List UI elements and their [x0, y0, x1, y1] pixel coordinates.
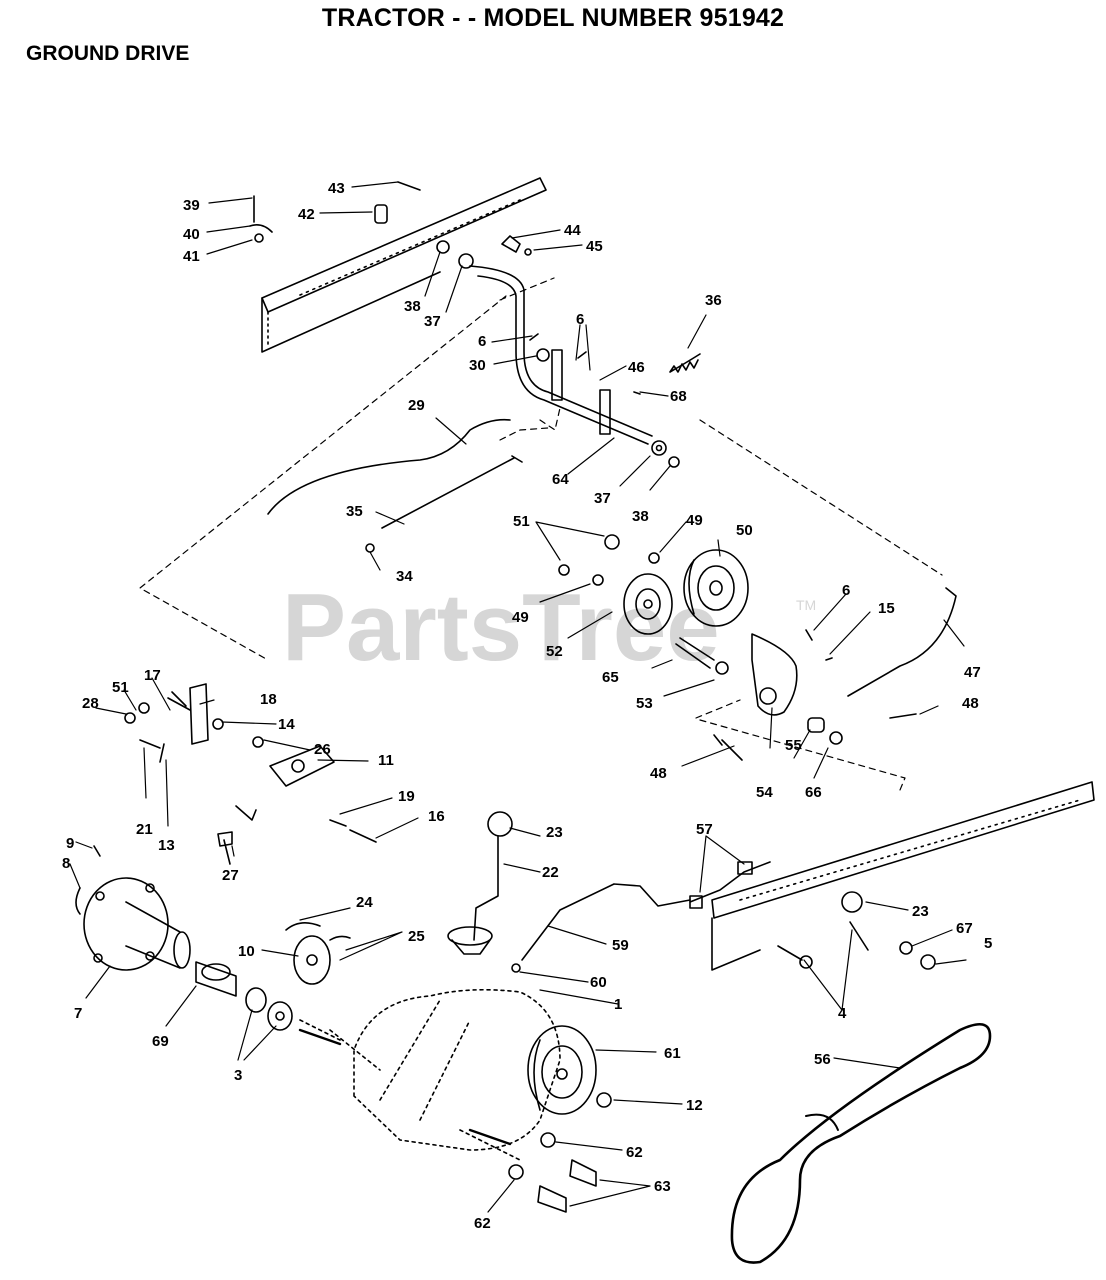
shift-lever — [447, 811, 513, 955]
callout-43: 43 — [328, 180, 345, 197]
callout-23-right: 23 — [912, 903, 929, 920]
callout-30: 30 — [469, 357, 486, 374]
callout-29: 29 — [408, 397, 425, 414]
callout-14: 14 — [278, 716, 295, 733]
callout-42: 42 — [298, 206, 315, 223]
leader-lines — [69, 181, 967, 1213]
callout-62-lower: 62 — [474, 1215, 491, 1232]
upper-frame-rail — [261, 177, 547, 353]
callout-38-upper: 38 — [404, 298, 421, 315]
cam-disc — [285, 922, 351, 985]
callout-24: 24 — [356, 894, 373, 911]
callout-50: 50 — [736, 522, 753, 539]
callout-59: 59 — [612, 937, 629, 954]
callout-1: 1 — [614, 996, 622, 1013]
callout-27: 27 — [222, 867, 239, 884]
callout-5: 5 — [984, 935, 992, 952]
callout-55: 55 — [785, 737, 802, 754]
drive-belt-56 — [730, 1022, 992, 1264]
lower-frame-rail — [711, 781, 1095, 971]
callout-61: 61 — [664, 1045, 681, 1062]
watermark-tm: TM — [796, 597, 816, 613]
callout-6-c: 6 — [842, 582, 850, 599]
page-title: TRACTOR - - MODEL NUMBER 951942 — [321, 4, 785, 32]
callout-51-upper: 51 — [513, 513, 530, 530]
callout-48-right: 48 — [962, 695, 979, 712]
callout-18: 18 — [260, 691, 277, 708]
callout-7: 7 — [74, 1005, 82, 1022]
callout-13: 13 — [158, 837, 175, 854]
callout-28: 28 — [82, 695, 99, 712]
callout-48-left: 48 — [650, 765, 667, 782]
hub-assembly — [75, 877, 293, 1031]
callout-34: 34 — [396, 568, 413, 585]
callout-67: 67 — [956, 920, 973, 937]
callout-68: 68 — [670, 388, 687, 405]
bolt-34 — [365, 543, 375, 553]
transaxle — [299, 988, 561, 1161]
callout-57: 57 — [696, 821, 713, 838]
rod-35 — [381, 455, 523, 529]
callout-6-a: 6 — [478, 333, 486, 350]
callout-39: 39 — [183, 197, 200, 214]
callout-8: 8 — [62, 855, 70, 872]
axle-shafts — [298, 1028, 512, 1146]
callout-65: 65 — [602, 669, 619, 686]
pedal-shaft-assembly — [249, 181, 701, 468]
callout-6-b: 6 — [576, 311, 584, 328]
idler-pulleys — [558, 534, 957, 761]
callout-37-lower: 37 — [594, 490, 611, 507]
callout-56: 56 — [814, 1051, 831, 1068]
callout-52: 52 — [546, 643, 563, 660]
callout-22: 22 — [542, 864, 559, 881]
callout-69: 69 — [152, 1033, 169, 1050]
callout-49-lower: 49 — [512, 609, 529, 626]
callout-16: 16 — [428, 808, 445, 825]
callout-11: 11 — [378, 752, 394, 769]
callout-44: 44 — [564, 222, 581, 239]
callout-26: 26 — [314, 741, 331, 758]
callout-17: 17 — [144, 667, 161, 684]
linkage-dashed-outline — [139, 277, 943, 791]
callout-23-left: 23 — [546, 824, 563, 841]
callout-12: 12 — [686, 1097, 703, 1114]
callout-64: 64 — [552, 471, 569, 488]
callout-62-upper: 62 — [626, 1144, 643, 1161]
brake-linkage — [93, 683, 377, 865]
callout-37-upper: 37 — [424, 313, 441, 330]
callout-4: 4 — [838, 1005, 847, 1022]
part-callouts: 39 40 41 43 42 44 45 38 37 36 6 6 30 46 … — [62, 180, 992, 1232]
watermark-text: PartsTree — [282, 574, 720, 681]
callout-41: 41 — [183, 248, 200, 265]
shift-linkage — [511, 861, 936, 973]
callout-21: 21 — [136, 821, 153, 838]
shift-rod-29 — [267, 418, 511, 515]
callout-10: 10 — [238, 943, 255, 960]
callout-54: 54 — [756, 784, 773, 801]
callout-15: 15 — [878, 600, 895, 617]
callout-49-upper: 49 — [686, 512, 703, 529]
callout-38-lower: 38 — [632, 508, 649, 525]
callout-66: 66 — [805, 784, 822, 801]
callout-19: 19 — [398, 788, 415, 805]
callout-51-left: 51 — [112, 679, 129, 696]
callout-60: 60 — [590, 974, 607, 991]
callout-53: 53 — [636, 695, 653, 712]
callout-40: 40 — [183, 226, 200, 243]
callout-46: 46 — [628, 359, 645, 376]
callout-36: 36 — [705, 292, 722, 309]
callout-3: 3 — [234, 1067, 242, 1084]
section-title: GROUND DRIVE — [26, 42, 190, 65]
callout-45: 45 — [586, 238, 603, 255]
callout-25: 25 — [408, 928, 425, 945]
callout-9: 9 — [66, 835, 74, 852]
callout-63: 63 — [654, 1178, 671, 1195]
callout-35: 35 — [346, 503, 363, 520]
transaxle-pulley — [508, 1025, 612, 1213]
callout-47: 47 — [964, 664, 981, 681]
